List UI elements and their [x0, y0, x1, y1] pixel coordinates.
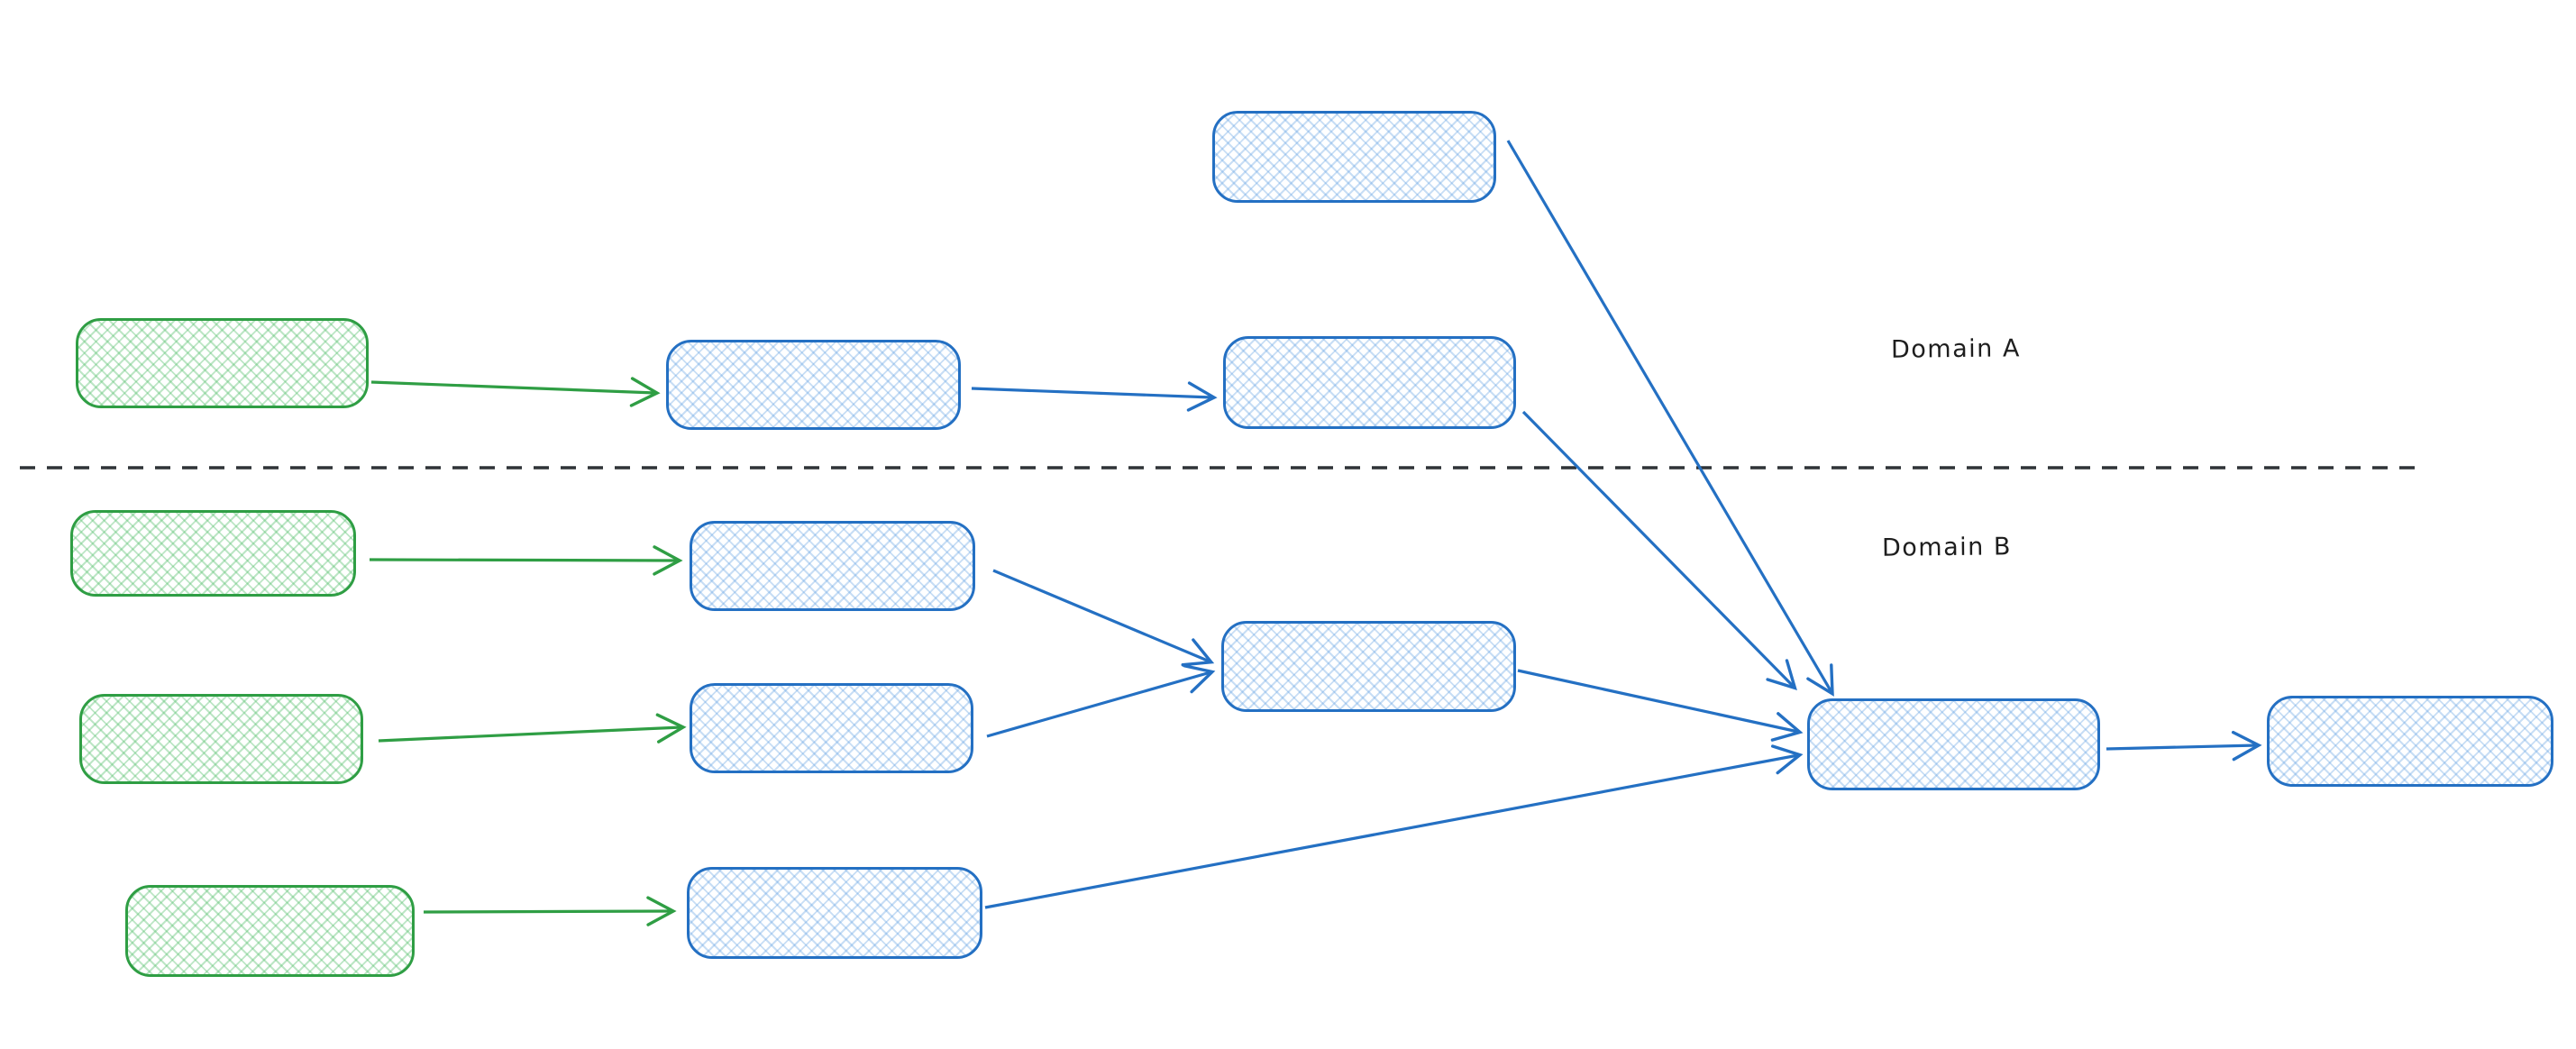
node-a-top[interactable]: [1212, 111, 1496, 203]
edge-merge-main-to-output[interactable]: [2106, 730, 2262, 762]
domain-b-label[interactable]: Domain B: [1881, 533, 2013, 562]
node-b-stage1-3[interactable]: [687, 867, 982, 959]
edge-b-stage1-1-to-b-merge[interactable]: [992, 569, 1215, 667]
node-output[interactable]: [2267, 696, 2553, 787]
domain-a-label[interactable]: Domain A: [1890, 334, 2021, 364]
node-b-stage1-1[interactable]: [690, 521, 975, 611]
node-b-source-3[interactable]: [125, 885, 415, 977]
node-b-source-2[interactable]: [79, 694, 363, 784]
node-a-stage2[interactable]: [1223, 336, 1516, 429]
edge-a-stage1-to-a-stage2[interactable]: [971, 381, 1218, 412]
edge-a-top-to-merge-main[interactable]: [1506, 140, 1834, 697]
node-a-stage1[interactable]: [666, 340, 961, 430]
edge-a-source-to-a-stage1[interactable]: [370, 377, 661, 407]
node-a-source[interactable]: [76, 318, 369, 408]
edge-b-merge-to-merge-main[interactable]: [1517, 669, 1804, 742]
edge-b-source-2-to-b-stage1-2[interactable]: [378, 713, 687, 743]
edge-a-stage2-to-merge-main[interactable]: [1521, 410, 1797, 690]
node-b-merge[interactable]: [1221, 621, 1516, 712]
edge-b-stage1-2-to-b-merge[interactable]: [986, 664, 1216, 738]
edge-b-stage1-3-to-merge-main[interactable]: [984, 744, 1804, 909]
edge-b-source-3-to-b-stage1-3[interactable]: [423, 896, 677, 926]
edge-b-source-1-to-b-stage1-1[interactable]: [369, 545, 683, 576]
node-merge-main[interactable]: [1807, 698, 2100, 790]
node-b-source-1[interactable]: [70, 510, 356, 597]
node-b-stage1-2[interactable]: [690, 683, 973, 773]
